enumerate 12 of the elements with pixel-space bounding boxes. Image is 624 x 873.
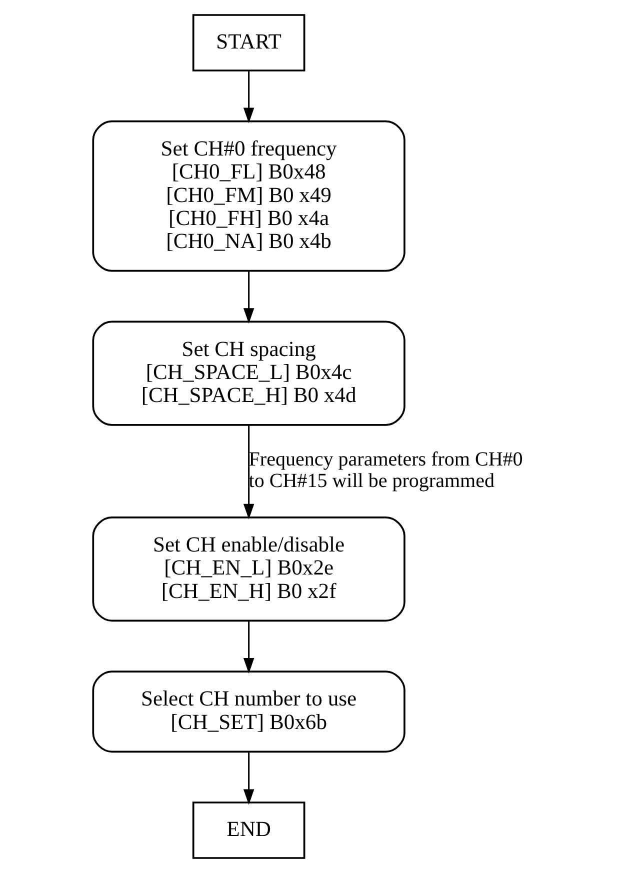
arrow bbox=[243, 752, 254, 805]
arrow bbox=[243, 71, 254, 124]
node-box: END bbox=[192, 802, 306, 859]
node-box: Select CH number to use [CH_SET] B0x6b bbox=[92, 670, 406, 753]
node-box: Set CH#0 frequency [CH0_FL] B0x48 [CH0_FM] B0 x49 [CH0_FH] B0 x4a [CH0_NA] B0 x4b bbox=[92, 120, 406, 272]
node-box: START bbox=[192, 14, 306, 72]
arrow bbox=[243, 620, 254, 674]
arrow bbox=[243, 270, 254, 324]
arrow bbox=[243, 424, 254, 520]
node-box: Set CH spacing [CH_SPACE_L] B0x4c [CH_SPACE_H] B0 x4d bbox=[92, 320, 406, 426]
edge-label: Frequency parameters from CH#0 to CH#15 will be programmed bbox=[248, 448, 523, 492]
node-box: Set CH enable/disable [CH_EN_L] B0x2e [CH_EN_H] B0 x2f bbox=[92, 516, 406, 622]
